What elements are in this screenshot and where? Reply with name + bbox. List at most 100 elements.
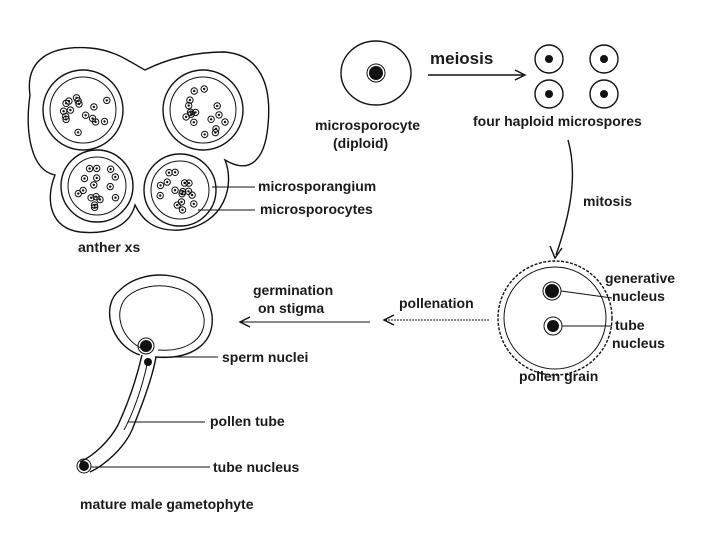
sac-cell-nucleus [181, 190, 184, 193]
sac-cell-nucleus [166, 180, 169, 184]
mitosis-label: mitosis [583, 193, 632, 209]
sac-cell-nucleus [159, 184, 162, 187]
on-stigma-label: on stigma [258, 300, 324, 316]
microsporocyte-cells [59, 85, 229, 214]
germination-arrow [238, 316, 370, 328]
generative-pointer [560, 290, 613, 299]
generative-nucleus-label: nucleus [612, 288, 665, 304]
sac-cell-nucleus [184, 115, 188, 119]
sac-cell [190, 87, 198, 95]
sac-cell [111, 173, 120, 181]
sac-cell [185, 179, 193, 187]
sac-cell [62, 115, 70, 124]
meiosis-label: meiosis [430, 49, 493, 68]
sac-cell [103, 96, 111, 105]
microsporocyte-cell [340, 40, 412, 106]
mature-gametophyte [76, 274, 213, 474]
sac-cell [212, 125, 220, 133]
sac-cell [191, 108, 200, 117]
sac-cell-nucleus [223, 120, 227, 124]
sac-cell [96, 195, 104, 204]
sac-cell-nucleus [95, 176, 98, 180]
sac-cell-nucleus [217, 113, 221, 117]
diploid-label: (diploid) [333, 135, 388, 151]
sac-cell [190, 118, 198, 127]
sac-cell-nucleus [203, 87, 206, 91]
sac-cell [190, 200, 198, 208]
sac-cell [188, 191, 196, 199]
sac-cell [177, 198, 186, 206]
anther-cross-section [27, 46, 270, 234]
sac-cell-nucleus [109, 185, 112, 188]
sac-cell [179, 187, 187, 196]
sac-cell [156, 181, 165, 190]
sac-cell-nucleus [76, 131, 80, 134]
sac-cell [90, 103, 98, 111]
sac-cell-nucleus [88, 167, 91, 170]
meiosis-arrow [428, 69, 527, 81]
sac-cell-nucleus [94, 120, 97, 124]
sac-cell-nucleus [75, 96, 78, 100]
sac-cell-nucleus [95, 167, 98, 170]
sac-cell [200, 85, 208, 93]
sac-cell-nucleus [183, 181, 186, 185]
sac-cell [111, 194, 120, 202]
sac-cell [186, 108, 195, 117]
sac-cell-nucleus [103, 120, 106, 123]
sac-cell [72, 94, 81, 102]
pollenation-arrow [382, 314, 490, 326]
sac-cell-nucleus [173, 171, 177, 174]
tube-nucleus-grain [543, 316, 563, 336]
sac-cell-nucleus [187, 104, 190, 107]
sac-cell-nucleus [84, 114, 87, 117]
sac-cell-nucleus [173, 189, 177, 192]
sac-cell-nucleus [190, 113, 193, 116]
sac-cell [163, 178, 171, 186]
sac-cell [207, 115, 215, 124]
generative-nucleus [542, 281, 562, 301]
sac-cell-nucleus [192, 202, 195, 206]
germination-label: germination [253, 282, 333, 298]
sac-cell-nucleus [159, 194, 162, 197]
sac-cell-nucleus [83, 177, 86, 180]
sac-cell-nucleus [62, 110, 65, 113]
anther-xs-label: anther xs [78, 239, 140, 255]
microspore-1 [534, 44, 564, 74]
sac-cell-nucleus [181, 208, 184, 212]
sac-cell-nucleus [94, 195, 98, 198]
tube-label: tube [615, 317, 645, 333]
sac-cell [180, 179, 189, 187]
sac-cell-nucleus [77, 192, 80, 195]
sac-cell [171, 186, 179, 194]
sac-cell [165, 169, 173, 177]
sac-cell-nucleus [93, 206, 96, 209]
sac-cell [90, 181, 98, 189]
generative-label: generative [605, 270, 675, 286]
sperm-nuclei-dots [137, 337, 155, 366]
microspore-4 [589, 79, 619, 109]
sac-cell-nucleus [64, 102, 68, 105]
sac-cell [93, 164, 101, 173]
sac-cell [85, 164, 94, 173]
sac-cell [156, 191, 164, 200]
sac-cell [93, 174, 101, 182]
sac-cell-nucleus [187, 181, 191, 185]
sac-cell-nucleus [109, 168, 112, 171]
sac-cell-nucleus [64, 118, 68, 121]
microsporocyte-label: microsporocyte [315, 117, 420, 133]
sac-cell-nucleus [203, 133, 206, 136]
tube-nucleus-grain-label: nucleus [612, 335, 665, 351]
sac-cell [221, 118, 229, 126]
sac-cell-nucleus [209, 118, 213, 121]
sac-cell-nucleus [216, 104, 219, 108]
sac-cell [185, 101, 193, 110]
sperm-nuclei-label: sperm nuclei [222, 349, 308, 365]
sac-cell [74, 128, 82, 137]
microsporocytes-label: microsporocytes [260, 201, 373, 217]
sac-cell-nucleus [89, 196, 93, 199]
sac-cell-nucleus [214, 127, 218, 130]
sac-cell [80, 174, 89, 183]
sac-cell [79, 186, 87, 195]
sac-cell-nucleus [92, 183, 96, 187]
